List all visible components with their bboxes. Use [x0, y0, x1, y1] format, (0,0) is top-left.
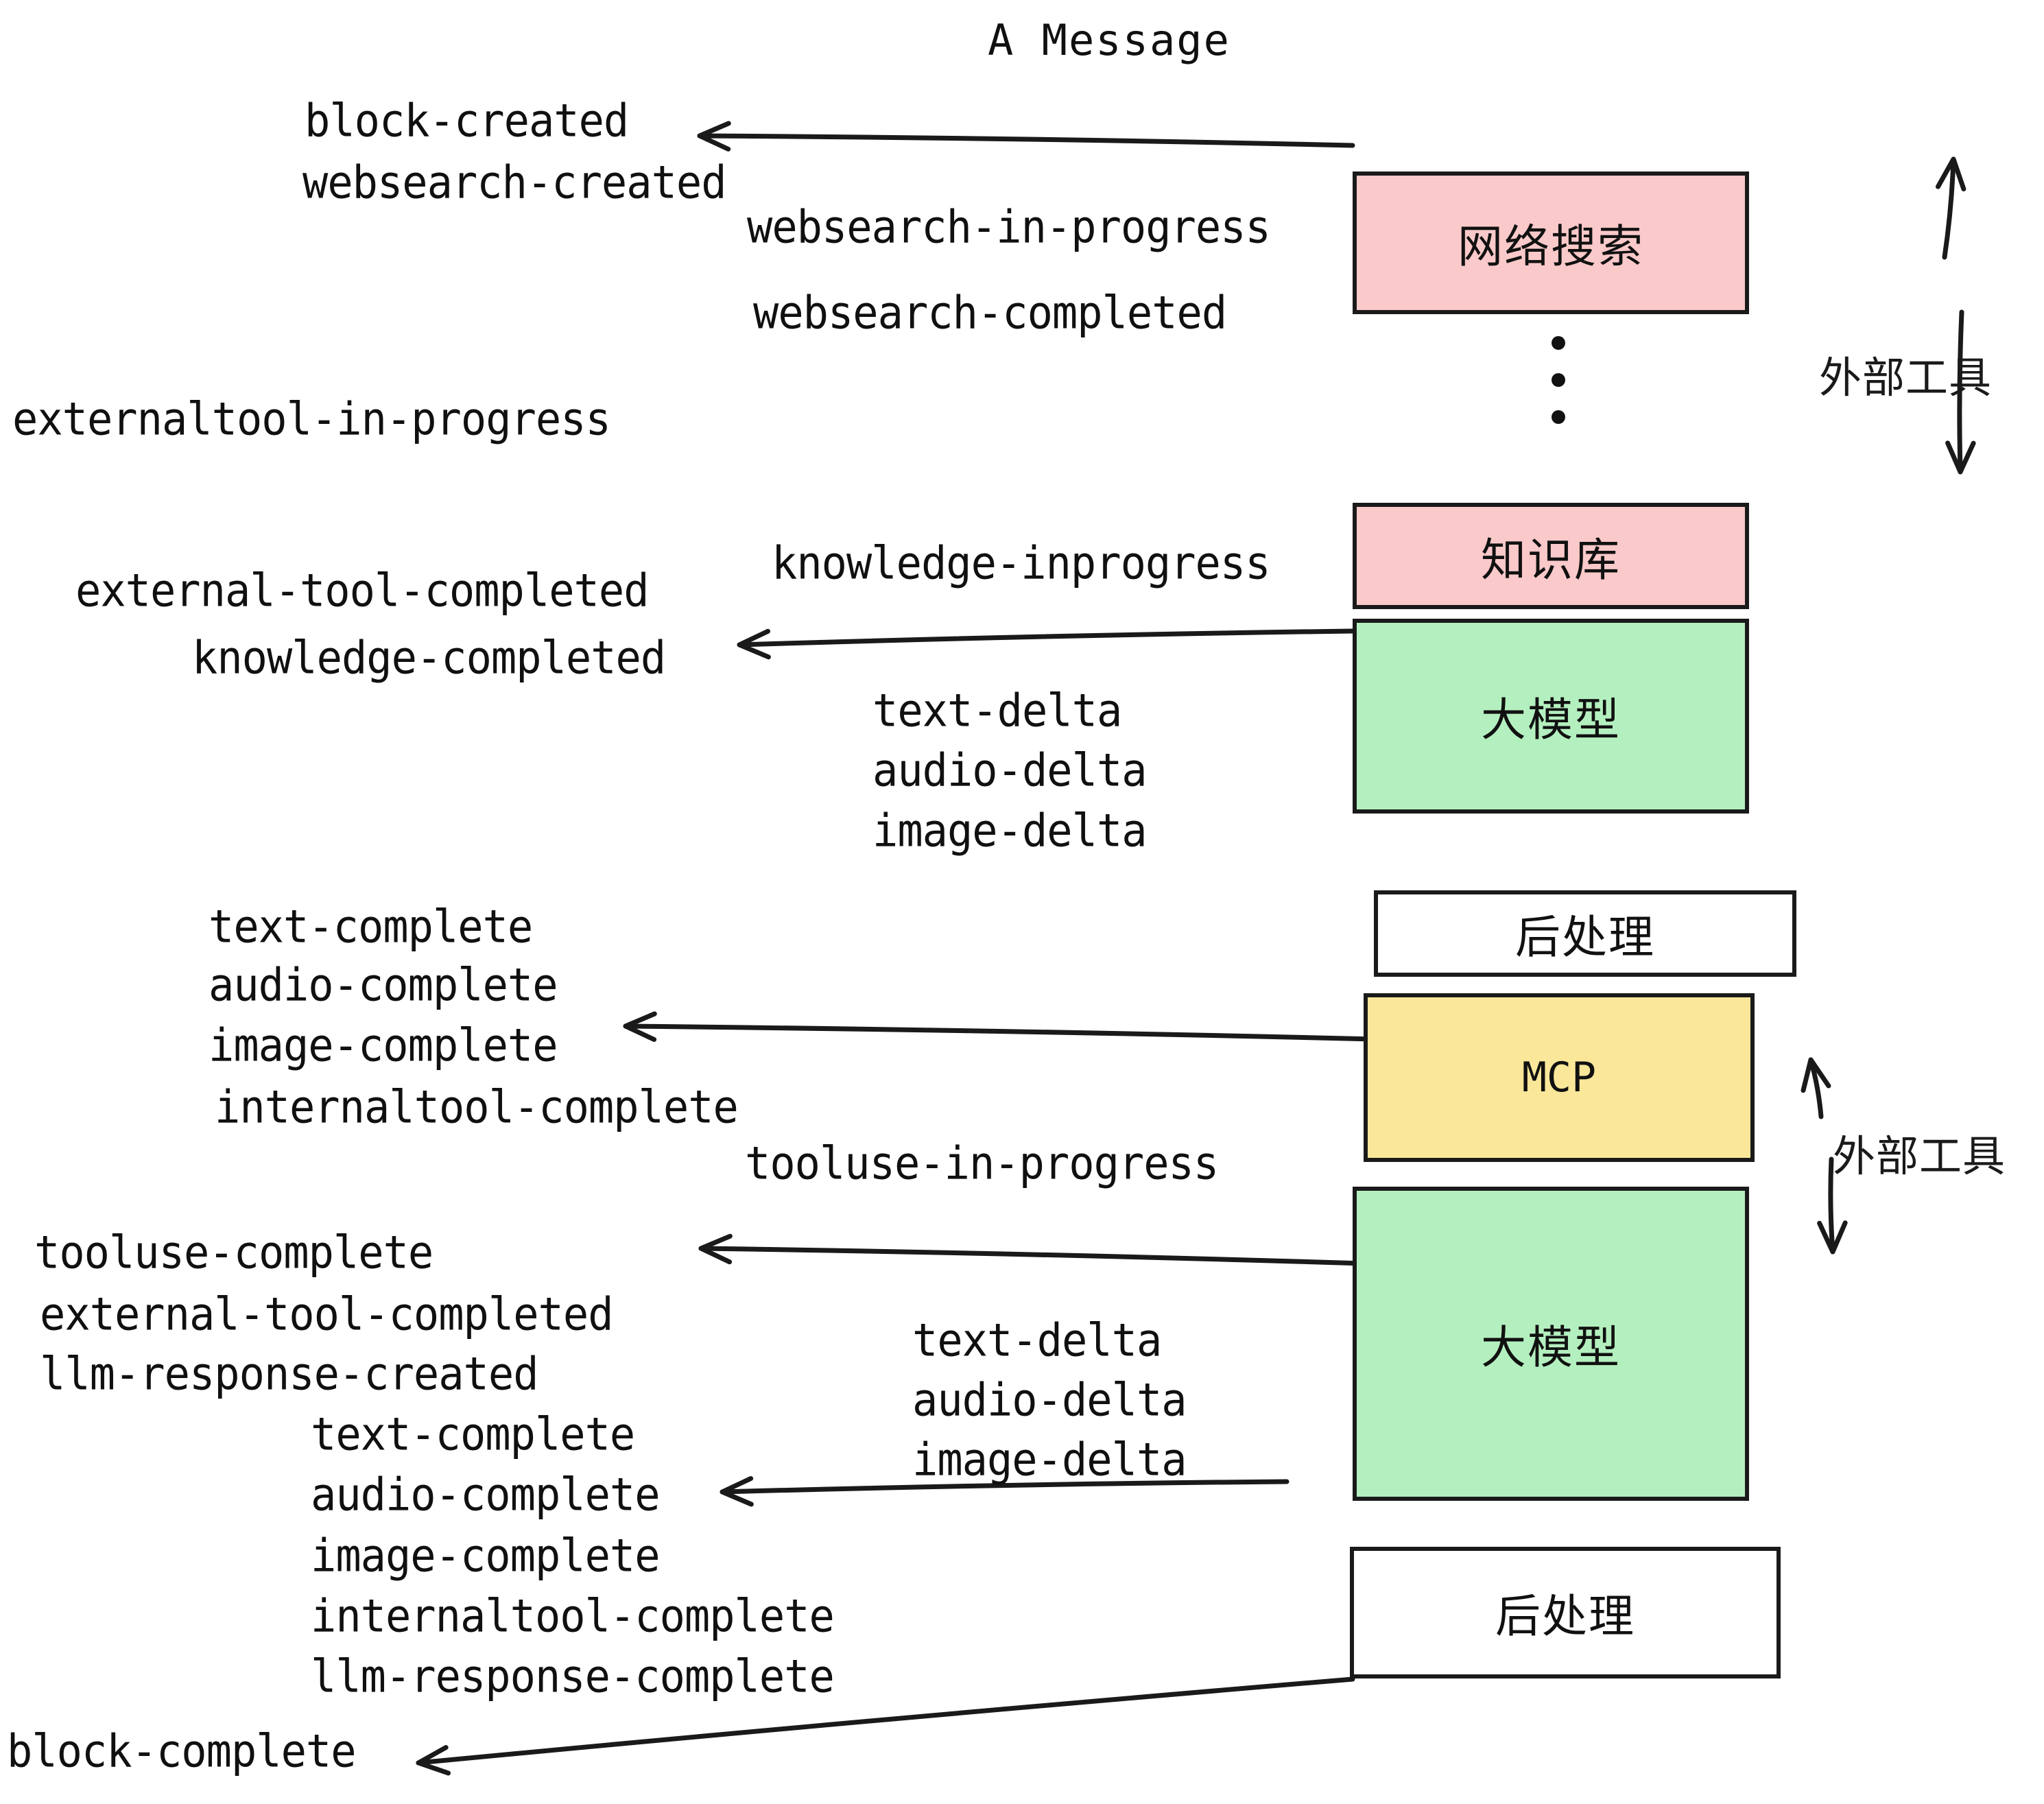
event-label-websearch-created: websearch-created — [302, 155, 727, 209]
arrow-arrow-knowledge-to-left-line — [737, 628, 1355, 648]
event-label-text-complete-1: text-complete — [209, 899, 533, 953]
event-label-llm-response-complete: llm-response-complete — [311, 1649, 835, 1703]
event-label-audio-delta-2: audio-delta — [912, 1373, 1187, 1427]
arrow-external-tool-down-2-head — [1817, 1220, 1848, 1255]
arrow-arrow-websearch-to-block-head — [697, 121, 731, 152]
event-label-image-delta-1: image-delta — [872, 803, 1148, 857]
node-label: 后处理 — [1515, 911, 1655, 964]
arrow-external-tool-up-2-line — [1808, 1057, 1824, 1119]
side-label-external-tools-top: 外部工具 — [1819, 353, 1993, 403]
event-label-image-complete-2: image-complete — [311, 1528, 661, 1582]
node-llm-1[interactable]: 大模型 — [1353, 619, 1749, 814]
event-label-block-created: block-created — [305, 93, 629, 147]
arrow-external-tool-down-1-head — [1945, 440, 1976, 475]
vertical-ellipsis-icon — [1552, 336, 1565, 424]
event-label-internaltool-complete-1: internaltool-complete — [215, 1080, 739, 1134]
arrow-external-tool-up-1-line — [1942, 156, 1956, 260]
node-label: 知识库 — [1481, 533, 1621, 586]
event-label-tooluse-in-progress: tooluse-in-progress — [745, 1136, 1219, 1190]
event-label-websearch-in-progress: websearch-in-progress — [747, 200, 1271, 254]
node-label: 后处理 — [1495, 1590, 1635, 1643]
node-llm-2[interactable]: 大模型 — [1353, 1187, 1749, 1501]
arrow-external-tool-up-1-head — [1936, 156, 1966, 192]
event-label-external-tool-completed-2: external-tool-completed — [40, 1287, 614, 1341]
arrow-arrow-postprocess1-to-left-head — [623, 1011, 657, 1042]
event-label-knowledge-inprogress: knowledge-inprogress — [772, 536, 1271, 590]
node-postprocess-2[interactable]: 后处理 — [1350, 1547, 1781, 1678]
event-label-image-delta-2: image-delta — [912, 1432, 1187, 1486]
node-postprocess-1[interactable]: 后处理 — [1374, 890, 1796, 977]
node-label: 大模型 — [1481, 693, 1621, 746]
node-label: 网络搜索 — [1458, 220, 1644, 273]
arrow-arrow-llm2-to-left-head — [720, 1475, 754, 1507]
event-label-tooluse-complete: tooluse-complete — [34, 1225, 433, 1279]
event-label-audio-complete-1: audio-complete — [209, 958, 558, 1012]
event-label-text-delta-1: text-delta — [872, 683, 1122, 737]
event-label-external-tool-completed: external-tool-completed — [75, 563, 650, 617]
event-label-llm-response-created: llm-response-created — [40, 1346, 539, 1401]
arrow-arrow-mcp-to-left-line — [698, 1246, 1366, 1266]
arrow-arrow-knowledge-to-left-head — [737, 628, 771, 660]
node-label: MCP — [1521, 1054, 1597, 1102]
arrow-arrow-postprocess1-to-left-line — [623, 1023, 1377, 1042]
node-label: 大模型 — [1481, 1321, 1621, 1374]
event-label-audio-delta-1: audio-delta — [872, 743, 1148, 797]
side-label-external-tools-bottom: 外部工具 — [1833, 1131, 2006, 1181]
event-label-websearch-completed: websearch-completed — [753, 285, 1227, 340]
event-label-externaltool-in-progress: externaltool-in-progress — [12, 392, 611, 446]
arrow-external-tool-up-2-head — [1801, 1057, 1831, 1093]
event-label-text-complete-2: text-complete — [311, 1407, 635, 1461]
event-label-block-complete: block-complete — [7, 1724, 357, 1778]
event-label-internaltool-complete-2: internaltool-complete — [311, 1589, 835, 1643]
event-label-image-complete-1: image-complete — [209, 1018, 558, 1072]
node-mcp[interactable]: MCP — [1364, 993, 1755, 1162]
event-label-knowledge-completed: knowledge-completed — [192, 630, 666, 685]
node-websearch[interactable]: 网络搜索 — [1353, 171, 1749, 314]
node-knowledge[interactable]: 知识库 — [1353, 503, 1749, 609]
arrow-arrow-mcp-to-left-head — [698, 1233, 733, 1265]
arrow-arrow-websearch-to-block-line — [697, 133, 1355, 148]
arrow-arrow-postprocess2-to-block-head — [416, 1745, 451, 1776]
page-title: A Message — [988, 15, 1231, 65]
event-label-audio-complete-2: audio-complete — [311, 1467, 661, 1521]
event-label-text-delta-2: text-delta — [912, 1313, 1162, 1367]
